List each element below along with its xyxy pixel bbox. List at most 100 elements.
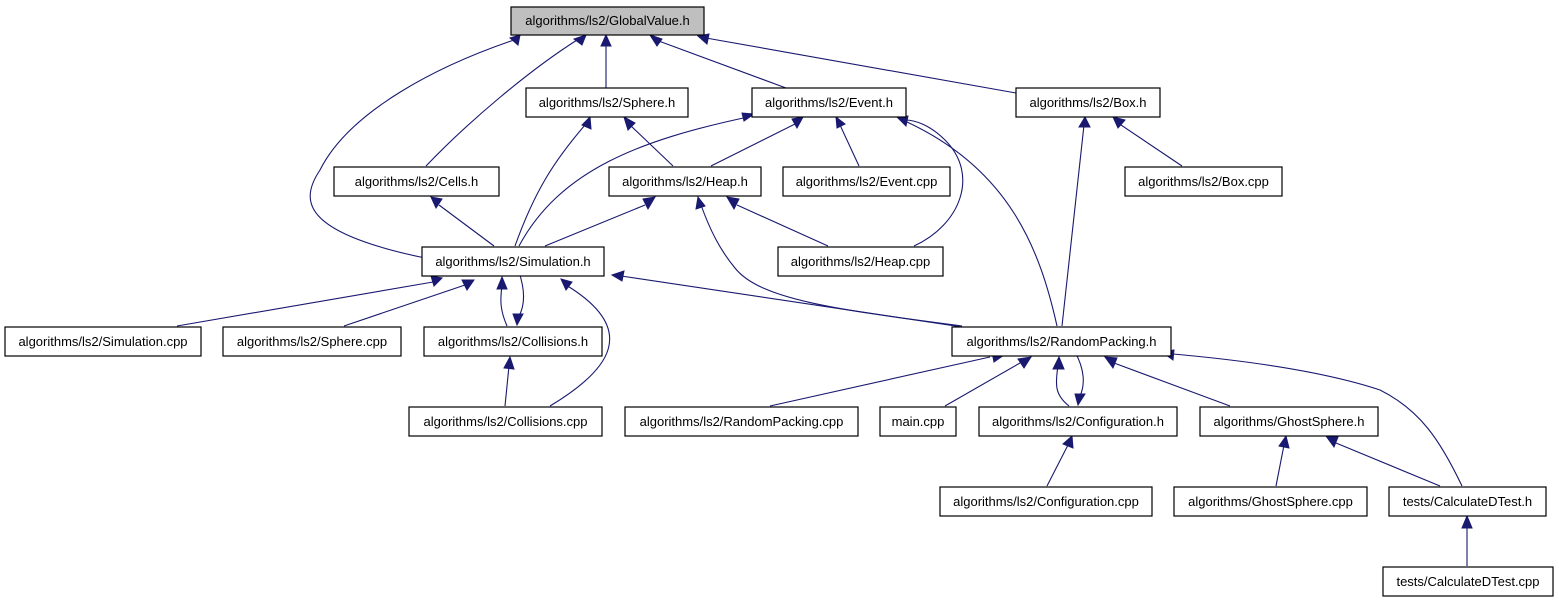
node-label: algorithms/ls2/Simulation.h — [435, 254, 590, 269]
arrowhead — [430, 196, 443, 210]
edge-simulation-to-cells — [438, 204, 495, 247]
arrowhead — [1278, 434, 1290, 449]
node-label: algorithms/ls2/Box.h — [1029, 95, 1146, 110]
arrowhead — [835, 115, 846, 129]
arrowhead — [623, 115, 636, 131]
node-box-h[interactable]: algorithms/ls2/Box.h — [1015, 87, 1161, 118]
node-label: main.cpp — [892, 414, 945, 429]
node-label: tests/CalculateDTest.cpp — [1396, 574, 1539, 589]
arrowhead — [610, 270, 625, 282]
node-label: algorithms/GhostSphere.cpp — [1188, 494, 1353, 509]
arrowhead — [741, 112, 756, 122]
edge-calculatedtest-to-randompacking — [1172, 353, 1463, 487]
arrowhead — [1074, 393, 1086, 407]
arrowhead — [1324, 435, 1339, 449]
arrowhead — [512, 313, 524, 327]
arrowhead — [791, 116, 804, 130]
arrowhead — [581, 115, 592, 130]
node-label: algorithms/ls2/RandomPacking.h — [966, 334, 1156, 349]
edge-spherecpp-to-simulation — [343, 284, 466, 327]
arrowhead — [1017, 356, 1033, 369]
node-randompacking-cpp[interactable]: algorithms/ls2/RandomPacking.cpp — [624, 406, 859, 437]
edge-configurationcpp-to-configurationh — [1046, 444, 1069, 487]
node-sphere-h[interactable]: algorithms/ls2/Sphere.h — [525, 87, 689, 118]
node-configuration-h[interactable]: algorithms/ls2/Configuration.h — [978, 406, 1178, 437]
node-label: algorithms/ls2/Simulation.cpp — [18, 334, 187, 349]
edge-simulationcpp-to-simulation — [176, 281, 434, 327]
node-collisions-cpp[interactable]: algorithms/ls2/Collisions.cpp — [408, 406, 603, 437]
node-label: algorithms/ls2/Heap.h — [622, 174, 748, 189]
edge-collisionscpp-to-collisionsh — [504, 365, 510, 407]
edge-heapcpp-to-event — [904, 119, 964, 247]
edge-box-to-globalvalue — [705, 37, 1017, 94]
node-main-cpp[interactable]: main.cpp — [879, 406, 957, 437]
node-simulation-cpp[interactable]: algorithms/ls2/Simulation.cpp — [4, 326, 202, 357]
node-label: algorithms/ls2/GlobalValue.h — [525, 13, 690, 28]
node-ghostsphere-h[interactable]: algorithms/GhostSphere.h — [1199, 406, 1379, 437]
node-randompacking-h[interactable]: algorithms/ls2/RandomPacking.h — [951, 326, 1172, 357]
arrowhead — [695, 195, 706, 210]
node-label: algorithms/ls2/Collisions.cpp — [423, 414, 587, 429]
edge-heap-to-event — [710, 123, 796, 167]
node-label: algorithms/ls2/Event.h — [765, 95, 893, 110]
arrowhead — [726, 196, 740, 211]
node-label: algorithms/ls2/Box.cpp — [1138, 174, 1269, 189]
edge-heapcpp-to-heap — [736, 204, 829, 247]
node-label: algorithms/ls2/Cells.h — [355, 174, 479, 189]
node-label: algorithms/ls2/Sphere.h — [539, 95, 676, 110]
edge-collisionscpp-to-simulation — [549, 284, 611, 407]
node-label: algorithms/ls2/RandomPacking.cpp — [640, 414, 844, 429]
edge-calculatedtest-to-ghostsphere — [1335, 442, 1441, 487]
edge-boxcpp-to-box — [1120, 124, 1183, 167]
node-globalvalue-h[interactable]: algorithms/ls2/GlobalValue.h — [510, 6, 705, 36]
node-calculatedtest-cpp[interactable]: tests/CalculateDTest.cpp — [1382, 566, 1554, 597]
arrowhead — [1052, 355, 1065, 370]
edge-configurationh-to-randompacking — [1055, 365, 1070, 407]
arrowhead — [648, 34, 663, 47]
node-box-cpp[interactable]: algorithms/ls2/Box.cpp — [1124, 166, 1283, 197]
node-calculatedtest-h[interactable]: tests/CalculateDTest.h — [1388, 486, 1547, 517]
node-label: algorithms/ls2/Configuration.cpp — [953, 494, 1139, 509]
arrowhead — [496, 275, 508, 290]
node-cells-h[interactable]: algorithms/ls2/Cells.h — [333, 166, 500, 197]
edge-heap-to-sphere — [629, 124, 674, 167]
arrowhead — [1078, 115, 1091, 128]
edge-ghostsphere-to-randompacking — [1113, 362, 1231, 407]
node-heap-cpp[interactable]: algorithms/ls2/Heap.cpp — [777, 246, 944, 277]
node-simulation-h[interactable]: algorithms/ls2/Simulation.h — [421, 246, 605, 277]
arrowhead — [642, 196, 656, 211]
arrowhead — [508, 34, 521, 46]
edge-simulation-to-collisionsh — [518, 271, 525, 317]
arrowhead — [1062, 434, 1074, 449]
edge-event-to-globalvalue — [655, 39, 787, 89]
edge-eventcpp-to-event — [839, 124, 860, 167]
edge-randompacking-to-configurationh — [1074, 351, 1084, 397]
node-label: algorithms/ls2/Collisions.h — [438, 334, 588, 349]
edge-ghostspherecpp-to-ghostsphere — [1275, 444, 1285, 487]
node-ghostsphere-cpp[interactable]: algorithms/GhostSphere.cpp — [1173, 486, 1368, 517]
node-label: algorithms/GhostSphere.h — [1213, 414, 1364, 429]
edge-randompacking-to-event — [906, 121, 1058, 327]
node-sphere-cpp[interactable]: algorithms/ls2/Sphere.cpp — [222, 326, 402, 357]
nodes: algorithms/ls2/GlobalValue.h algorithms/… — [4, 6, 1554, 597]
edge-simulation-to-sphere — [514, 124, 586, 247]
node-label: tests/CalculateDTest.h — [1403, 494, 1532, 509]
arrowhead — [430, 275, 444, 287]
node-event-cpp[interactable]: algorithms/ls2/Event.cpp — [782, 166, 951, 197]
node-heap-h[interactable]: algorithms/ls2/Heap.h — [608, 166, 762, 197]
node-configuration-cpp[interactable]: algorithms/ls2/Configuration.cpp — [939, 486, 1153, 517]
edges — [176, 37, 1468, 566]
node-collisions-h[interactable]: algorithms/ls2/Collisions.h — [423, 326, 603, 357]
edge-randompacking-to-box — [1061, 124, 1085, 327]
node-event-h[interactable]: algorithms/ls2/Event.h — [751, 87, 907, 118]
arrowhead — [1461, 514, 1473, 529]
edge-randompacking-to-simulation — [620, 275, 963, 328]
arrowhead — [461, 279, 475, 291]
arrowhead — [560, 278, 573, 291]
node-label: algorithms/ls2/Configuration.h — [992, 414, 1164, 429]
edge-maincpp-to-randompacking — [944, 362, 1021, 407]
edge-collisionsh-to-simulation — [500, 285, 508, 327]
edge-simulation-to-globalvalue — [309, 39, 515, 259]
edge-cells-to-globalvalue — [425, 39, 578, 167]
